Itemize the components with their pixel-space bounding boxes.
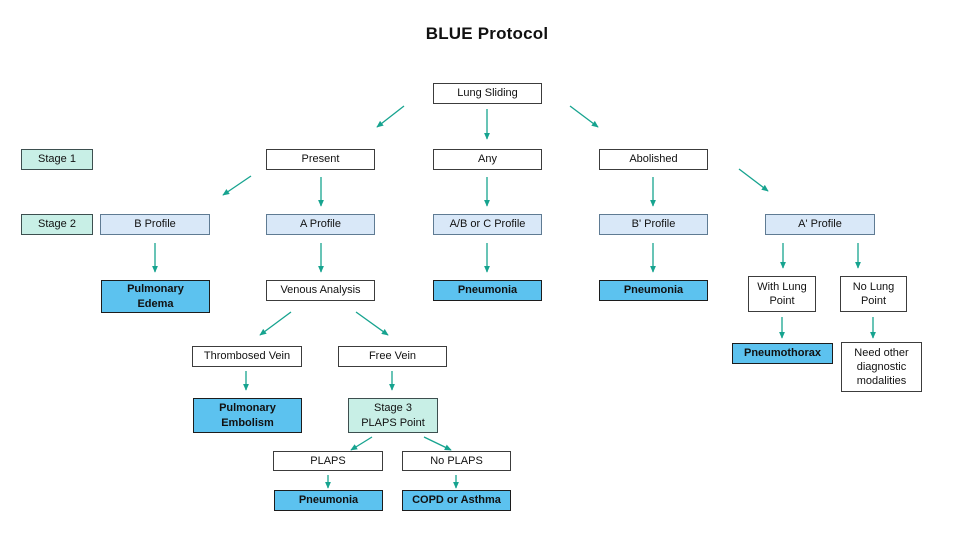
node-pulmonary-edema: Pulmonary Edema [101,280,210,313]
arrow-stage3-noplaps [423,436,452,451]
arrow-lungsliding-present [376,105,405,128]
node-present: Present [266,149,375,170]
arrow-lungsliding-abolished [569,105,599,128]
node-stage-2: Stage 2 [21,214,93,235]
node-stage-1: Stage 1 [21,149,93,170]
arrow-venousanalysis-freevein [355,311,389,336]
node-plaps: PLAPS [273,451,383,471]
node-pneumothorax: Pneumothorax [732,343,833,364]
arrow-present-bprofile [222,175,252,196]
node-no-plaps: No PLAPS [402,451,511,471]
node-abolished: Abolished [599,149,708,170]
node-lung-sliding: Lung Sliding [433,83,542,104]
node-pneumonia-abc: Pneumonia [433,280,542,301]
node-free-vein: Free Vein [338,346,447,367]
node-pneumonia-bprime: Pneumonia [599,280,708,301]
node-any: Any [433,149,542,170]
node-thrombosed-vein: Thrombosed Vein [192,346,302,367]
node-ab-or-c-profile: A/B or C Profile [433,214,542,235]
node-with-lung-point: With Lung Point [748,276,816,312]
arrow-abolished-aprimeprofile [738,168,769,192]
arrow-venousanalysis-thrombosedvein [259,311,292,336]
node-need-other-modalities: Need other diagnostic modalities [841,342,922,392]
node-no-lung-point: No Lung Point [840,276,907,312]
node-b-profile: B Profile [100,214,210,235]
page-title: BLUE Protocol [425,24,549,43]
node-a-profile: A Profile [266,214,375,235]
arrow-stage3-plaps [350,436,373,451]
node-stage-3-plaps-point: Stage 3 PLAPS Point [348,398,438,433]
node-pneumonia-plaps: Pneumonia [274,490,383,511]
node-pulmonary-embolism: Pulmonary Embolism [193,398,302,433]
node-b-prime-profile: B' Profile [599,214,708,235]
node-venous-analysis: Venous Analysis [266,280,375,301]
node-copd-or-asthma: COPD or Asthma [402,490,511,511]
node-a-prime-profile: A' Profile [765,214,875,235]
